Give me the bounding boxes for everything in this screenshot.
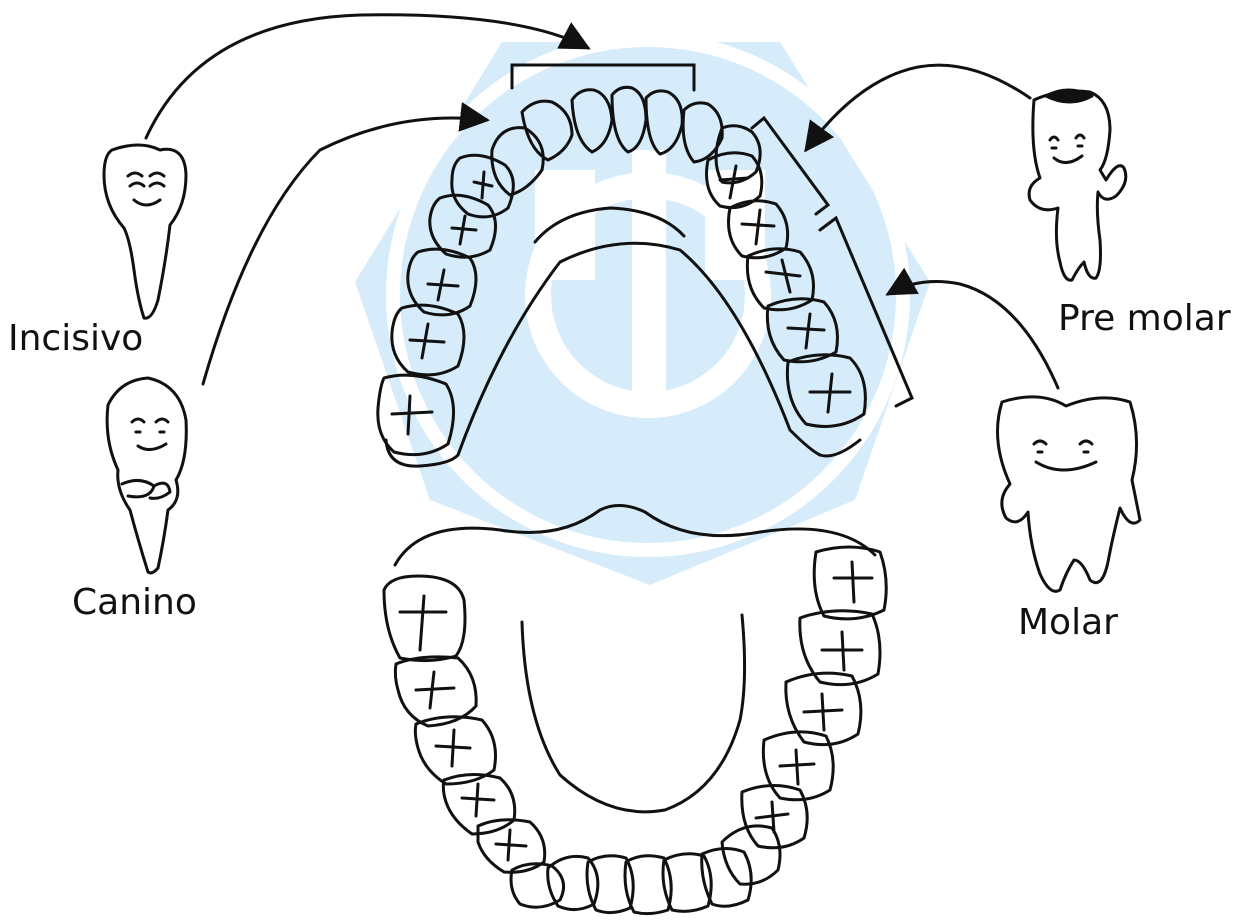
molar-cartoon [998, 397, 1141, 591]
label-incisivo: Incisivo [8, 318, 143, 359]
watermark-logo [355, 40, 930, 585]
label-premolar: Pre molar [1058, 298, 1231, 339]
lower-tooth [702, 848, 751, 906]
lower-tooth [548, 856, 598, 909]
tongue-line [522, 615, 745, 812]
label-molar: Molar [1018, 602, 1118, 643]
lower-tooth [384, 576, 465, 661]
lower-tooth [395, 657, 476, 726]
label-canino: Canino [72, 582, 197, 623]
canine-cartoon [107, 378, 186, 573]
incisor-cartoon [104, 145, 186, 318]
premolar-cartoon [1029, 90, 1126, 280]
lower-tooth [814, 547, 886, 619]
